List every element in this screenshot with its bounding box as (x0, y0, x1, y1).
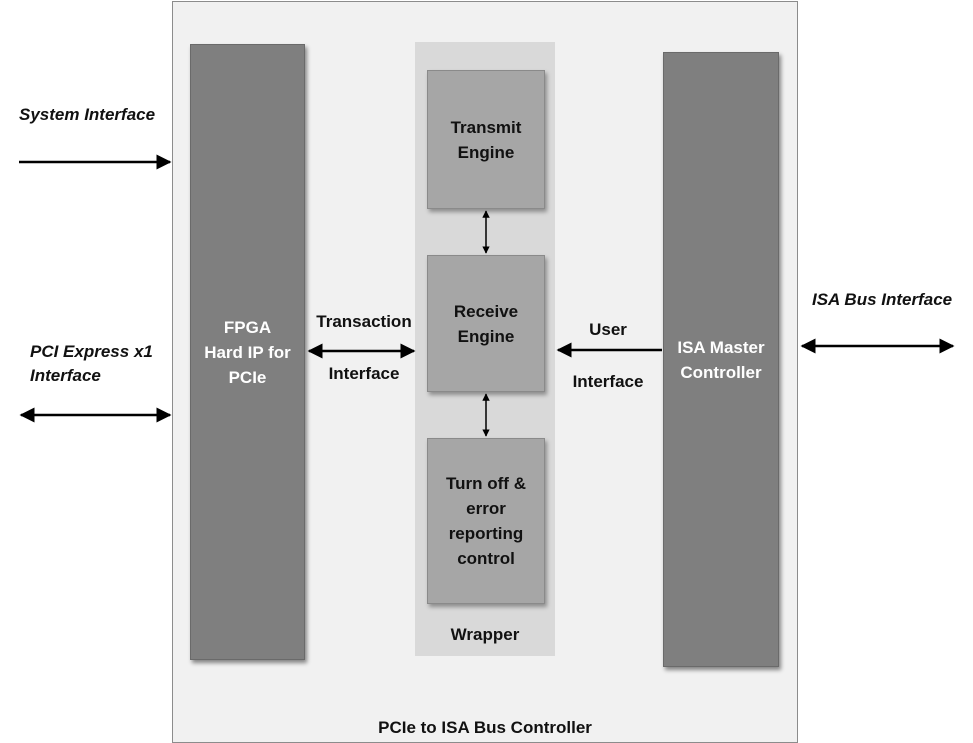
turnoff-line-1: Turn off & (446, 474, 526, 493)
receive-engine-block: Receive Engine (427, 255, 545, 392)
transmit-engine-block: Transmit Engine (427, 70, 545, 209)
user-interface-label: Interface (572, 372, 644, 391)
turnoff-error-control-block: Turn off & error reporting control (427, 438, 545, 604)
transaction-label: Transaction (316, 312, 412, 331)
turnoff-line-4: control (457, 549, 515, 568)
system-interface-label: System Interface (19, 105, 156, 124)
isa-bus-interface-label: ISA Bus Interface (812, 290, 953, 309)
receive-line-2: Engine (457, 326, 515, 346)
user-label: User (589, 320, 627, 339)
isa-master-controller-block: ISA Master Controller (663, 52, 779, 667)
pci-express-label-1: PCI Express x1 (30, 342, 153, 361)
controller-label: PCIe to ISA Bus Controller (378, 718, 592, 737)
pci-express-label-2: Interface (30, 366, 101, 385)
turnoff-line-3: reporting (448, 524, 524, 543)
receive-line-1: Receive (453, 301, 519, 321)
wrapper-label: Wrapper (450, 625, 520, 644)
fpga-line-1: FPGA (223, 317, 272, 337)
isa-master-line-1: ISA Master (677, 337, 765, 357)
turnoff-line-2: error (466, 499, 506, 518)
transmit-line-2: Engine (457, 142, 515, 162)
fpga-line-3: PCIe (228, 367, 267, 387)
fpga-hard-ip-block: FPGA Hard IP for PCIe (190, 44, 305, 660)
isa-master-line-2: Controller (680, 362, 762, 382)
transaction-interface-label: Interface (328, 364, 400, 383)
transmit-line-1: Transmit (450, 117, 522, 137)
fpga-line-2: Hard IP for (204, 342, 291, 362)
